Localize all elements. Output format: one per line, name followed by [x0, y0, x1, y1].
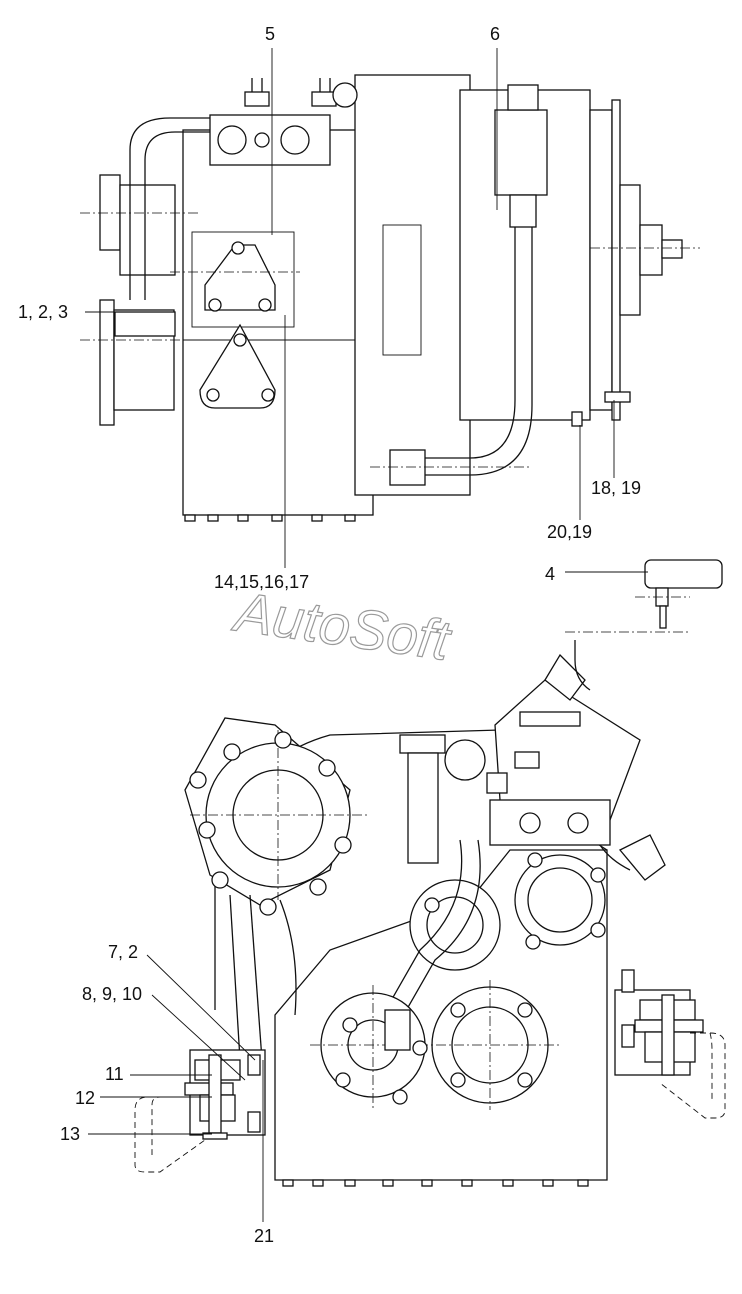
- callout-13: 13: [60, 1124, 80, 1144]
- callout-4: 4: [545, 564, 555, 584]
- bottom-bolts-top: [184, 514, 356, 522]
- watermark: AutoSoft: [229, 579, 456, 672]
- bottom-bolts-end: [282, 1179, 589, 1187]
- side-view: [80, 74, 700, 522]
- callout-21: 21: [254, 1226, 274, 1246]
- callout-7-2: 7, 2: [108, 942, 138, 962]
- callout-14-15-16-17: 14,15,16,17: [214, 572, 309, 592]
- end-view: [134, 559, 726, 1187]
- callout-6: 6: [490, 24, 500, 44]
- leader-lines: [85, 48, 648, 1222]
- callout-5: 5: [265, 24, 275, 44]
- callout-8-9-10: 8, 9, 10: [82, 984, 142, 1004]
- callout-12: 12: [75, 1088, 95, 1108]
- callout-18-19: 18, 19: [591, 478, 641, 498]
- callout-11: 11: [105, 1064, 124, 1084]
- callout-20-19: 20,19: [547, 522, 592, 542]
- callout-1-2-3: 1, 2, 3: [18, 302, 68, 322]
